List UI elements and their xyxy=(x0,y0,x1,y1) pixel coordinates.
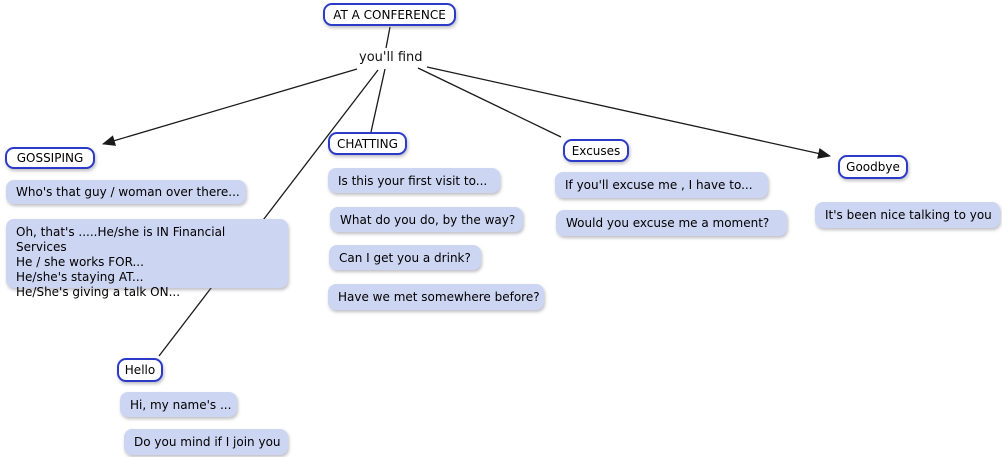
category-node-label: GOSSIPING xyxy=(16,151,84,165)
category-node-hello: Hello xyxy=(117,358,163,382)
edge-title-to-label xyxy=(385,26,391,49)
phrase-chatting-drink: Can I get you a drink? xyxy=(329,245,481,270)
phrase-gossiping-answers: Oh, that's .....He/she is IN Financial S… xyxy=(6,219,288,299)
category-node-excuses: Excuses xyxy=(563,139,629,162)
phrase-excuses-have-to: If you'll excuse me , I have to... xyxy=(555,172,768,198)
connector-label-youll-find: you'll find xyxy=(359,50,423,65)
phrase-excuses-moment: Would you excuse me a moment? xyxy=(556,210,787,236)
category-node-label: Goodbye xyxy=(846,160,900,174)
edge-label-to-excuses xyxy=(417,67,562,138)
phrase-hello-my-name: Hi, my name's ... xyxy=(120,392,237,417)
category-node-label: Excuses xyxy=(571,143,621,158)
category-node-goodbye: Goodbye xyxy=(838,155,908,179)
edge-label-to-goodbye xyxy=(426,66,831,159)
category-node-label: Hello xyxy=(124,363,156,377)
edge-label-to-hello xyxy=(158,69,379,357)
phrase-hello-join-you: Do you mind if I join you xyxy=(124,429,288,455)
category-node-label: CHATTING xyxy=(337,136,398,151)
phrase-gossiping-question: Who's that guy / woman over there... xyxy=(6,180,246,204)
phrase-chatting-first-visit: Is this your first visit to... xyxy=(328,168,500,193)
phrase-chatting-met-before: Have we met somewhere before? xyxy=(328,284,544,310)
edge-label-to-chatting xyxy=(370,68,386,133)
root-node-label: AT A CONFERENCE xyxy=(333,7,446,22)
category-node-gossiping: GOSSIPING xyxy=(5,147,95,169)
edge-label-to-gossiping xyxy=(102,68,358,146)
phrase-goodbye-nice-talking: It's been nice talking to you xyxy=(815,202,1000,228)
category-node-chatting: CHATTING xyxy=(328,132,407,155)
root-node-at-a-conference: AT A CONFERENCE xyxy=(323,3,456,26)
phrase-chatting-what-do-you-do: What do you do, by the way? xyxy=(330,207,523,232)
